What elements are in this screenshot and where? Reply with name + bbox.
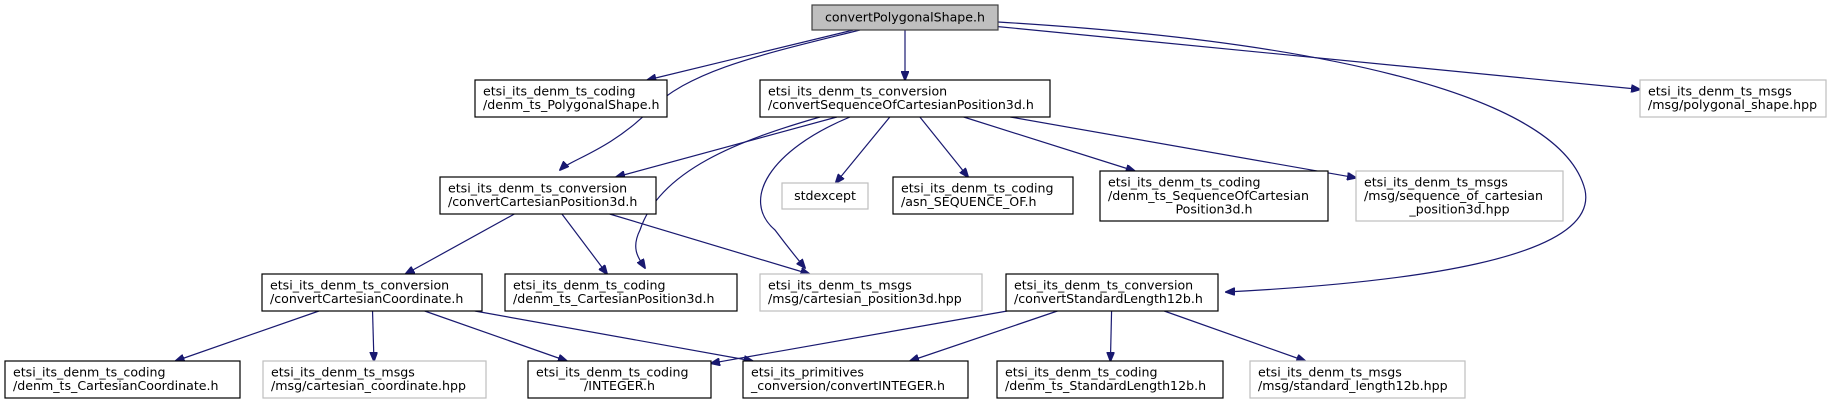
node-label-line: etsi_its_denm_ts_coding bbox=[901, 181, 1054, 196]
node-label-line: /msg/standard_length12b.hpp bbox=[1258, 378, 1448, 393]
node-cartCoord[interactable]: etsi_its_denm_ts_coding/denm_ts_Cartesia… bbox=[4, 360, 241, 399]
node-seqCart[interactable]: etsi_its_denm_ts_coding/denm_ts_Sequence… bbox=[1099, 170, 1329, 222]
node-label-line: /denm_ts_SequenceOfCartesian bbox=[1108, 188, 1309, 203]
edge-convStd-to-msgStd bbox=[1163, 310, 1305, 361]
node-label-line: /msg/polygonal_shape.hpp bbox=[1648, 97, 1817, 112]
node-convStd[interactable]: etsi_its_denm_ts_conversion/convertStand… bbox=[1005, 273, 1219, 312]
edge-convSeq-to-msgSeq bbox=[1010, 116, 1356, 178]
node-box[interactable] bbox=[1005, 273, 1219, 312]
edge-convCoord-to-integer bbox=[424, 310, 567, 361]
node-label-line: /convertStandardLength12b.h bbox=[1014, 291, 1203, 306]
node-convSeq[interactable]: etsi_its_denm_ts_conversion/convertSeque… bbox=[759, 79, 1051, 118]
node-stdexcept[interactable]: stdexcept bbox=[781, 182, 869, 210]
node-msgPoly[interactable]: etsi_its_denm_ts_msgs/msg/polygonal_shap… bbox=[1639, 79, 1827, 118]
node-label-line: etsi_its_denm_ts_conversion bbox=[768, 84, 947, 99]
node-label-line: /msg/cartesian_coordinate.hpp bbox=[271, 378, 466, 393]
node-box[interactable] bbox=[811, 4, 999, 31]
node-label-line: _position3d.hpp bbox=[1408, 201, 1509, 216]
node-label-line: etsi_its_denm_ts_coding bbox=[1108, 174, 1261, 189]
edge-convStd-to-integer bbox=[711, 310, 1008, 363]
node-box[interactable] bbox=[742, 360, 969, 399]
edge-convPos3d-to-convCoord bbox=[406, 213, 515, 274]
node-box[interactable] bbox=[262, 360, 487, 399]
node-label-line: /denm_ts_PolygonalShape.h bbox=[483, 97, 659, 112]
node-box[interactable] bbox=[1639, 79, 1827, 118]
node-label-line: stdexcept bbox=[794, 188, 856, 203]
node-label-line: etsi_its_denm_ts_msgs bbox=[1648, 84, 1792, 99]
node-label-line: /denm_ts_CartesianCoordinate.h bbox=[13, 378, 219, 393]
node-label-line: etsi_its_denm_ts_coding bbox=[1005, 365, 1158, 380]
node-label-line: etsi_its_denm_ts_coding bbox=[483, 84, 636, 99]
node-label-line: etsi_its_denm_ts_coding bbox=[536, 365, 689, 380]
node-convCoord[interactable]: etsi_its_denm_ts_conversion/convertCarte… bbox=[261, 273, 483, 312]
node-box[interactable] bbox=[504, 273, 738, 312]
node-label-line: etsi_its_denm_ts_msgs bbox=[1364, 174, 1508, 189]
node-box[interactable] bbox=[759, 79, 1051, 118]
node-msgStd[interactable]: etsi_its_denm_ts_msgs/msg/standard_lengt… bbox=[1249, 360, 1466, 399]
node-label-line: etsi_its_primitives bbox=[751, 365, 864, 380]
node-label-line: Position3d.h bbox=[1175, 201, 1252, 216]
node-box[interactable] bbox=[527, 360, 712, 399]
node-box[interactable] bbox=[474, 79, 668, 118]
node-label-line: _conversion/convertINTEGER.h bbox=[750, 378, 945, 393]
node-root[interactable]: convertPolygonalShape.h bbox=[811, 4, 999, 31]
node-label-line: etsi_its_denm_ts_msgs bbox=[271, 365, 415, 380]
node-msgCoord[interactable]: etsi_its_denm_ts_msgs/msg/cartesian_coor… bbox=[262, 360, 487, 399]
node-msgPos3d[interactable]: etsi_its_denm_ts_msgs/msg/cartesian_posi… bbox=[759, 273, 983, 312]
node-cartPos3d[interactable]: etsi_its_denm_ts_coding/denm_ts_Cartesia… bbox=[504, 273, 738, 312]
edge-convStd-to-convInt bbox=[910, 310, 1058, 361]
node-label-line: etsi_its_denm_ts_conversion bbox=[270, 278, 449, 293]
node-label-line: /msg/sequence_of_cartesian bbox=[1364, 188, 1543, 203]
edge-convCoord-to-cartCoord bbox=[176, 310, 320, 361]
edge-convCoord-to-convInt bbox=[474, 310, 753, 361]
node-label-line: /asn_SEQUENCE_OF.h bbox=[901, 194, 1036, 209]
node-label-line: /convertSequenceOfCartesianPosition3d.h bbox=[768, 97, 1034, 112]
edge-convSeq-to-msgPos3d bbox=[759, 116, 851, 268]
edge-convSeq-to-convPos3d bbox=[616, 116, 838, 177]
node-box[interactable] bbox=[759, 273, 983, 312]
node-polyShape[interactable]: etsi_its_denm_ts_coding/denm_ts_Polygona… bbox=[474, 79, 668, 118]
node-label-line: /convertCartesianCoordinate.h bbox=[270, 291, 463, 306]
edge-convSeq-to-cartPos3d bbox=[635, 116, 821, 268]
node-label-line: etsi_its_denm_ts_msgs bbox=[1258, 365, 1402, 380]
edge-convPos3d-to-msgPos3d bbox=[609, 213, 810, 274]
node-box[interactable] bbox=[1249, 360, 1466, 399]
node-label-line: /denm_ts_StandardLength12b.h bbox=[1005, 378, 1206, 393]
edges-layer bbox=[176, 21, 1640, 363]
node-convInt[interactable]: etsi_its_primitives_conversion/convertIN… bbox=[742, 360, 969, 399]
node-label-line: etsi_its_denm_ts_conversion bbox=[448, 181, 627, 196]
node-label-line: etsi_its_denm_ts_msgs bbox=[768, 278, 912, 293]
node-integer[interactable]: etsi_its_denm_ts_coding/INTEGER.h bbox=[527, 360, 712, 399]
node-stdLen[interactable]: etsi_its_denm_ts_coding/denm_ts_Standard… bbox=[996, 360, 1224, 399]
node-asnSeq[interactable]: etsi_its_denm_ts_coding/asn_SEQUENCE_OF.… bbox=[892, 176, 1074, 215]
nodes-layer: convertPolygonalShape.h etsi_its_denm_ts_… bbox=[4, 4, 1827, 399]
edge-convSeq-to-asnSeq bbox=[919, 116, 968, 177]
node-box[interactable] bbox=[781, 182, 869, 210]
node-box[interactable] bbox=[261, 273, 483, 312]
edge-root-to-polyShape bbox=[647, 29, 854, 80]
edge-convPos3d-to-cartPos3d bbox=[561, 213, 607, 274]
node-box[interactable] bbox=[439, 176, 657, 215]
node-box[interactable] bbox=[4, 360, 241, 399]
edge-root-to-convStd bbox=[997, 21, 1587, 292]
edge-convCoord-to-msgCoord bbox=[373, 310, 374, 361]
node-box[interactable] bbox=[996, 360, 1224, 399]
node-label-line: /msg/cartesian_position3d.hpp bbox=[768, 291, 962, 306]
node-label-line: /INTEGER.h bbox=[584, 378, 655, 393]
node-label-line: etsi_its_denm_ts_coding bbox=[513, 278, 666, 293]
node-label-line: /convertCartesianPosition3d.h bbox=[448, 194, 637, 209]
edge-convStd-to-stdLen bbox=[1110, 310, 1111, 361]
node-box[interactable] bbox=[1355, 170, 1564, 222]
node-label-line: etsi_its_denm_ts_conversion bbox=[1014, 278, 1193, 293]
edge-convSeq-to-stdexcept bbox=[836, 116, 891, 183]
node-label-line: etsi_its_denm_ts_coding bbox=[13, 365, 166, 380]
node-box[interactable] bbox=[892, 176, 1074, 215]
node-box[interactable] bbox=[1099, 170, 1329, 222]
node-label-line: /denm_ts_CartesianPosition3d.h bbox=[513, 291, 715, 306]
node-convPos3d[interactable]: etsi_its_denm_ts_conversion/convertCarte… bbox=[439, 176, 657, 215]
edge-convSeq-to-seqCart bbox=[963, 116, 1135, 171]
node-msgSeq[interactable]: etsi_its_denm_ts_msgs/msg/sequence_of_ca… bbox=[1355, 170, 1564, 222]
node-label-line: convertPolygonalShape.h bbox=[825, 9, 985, 24]
